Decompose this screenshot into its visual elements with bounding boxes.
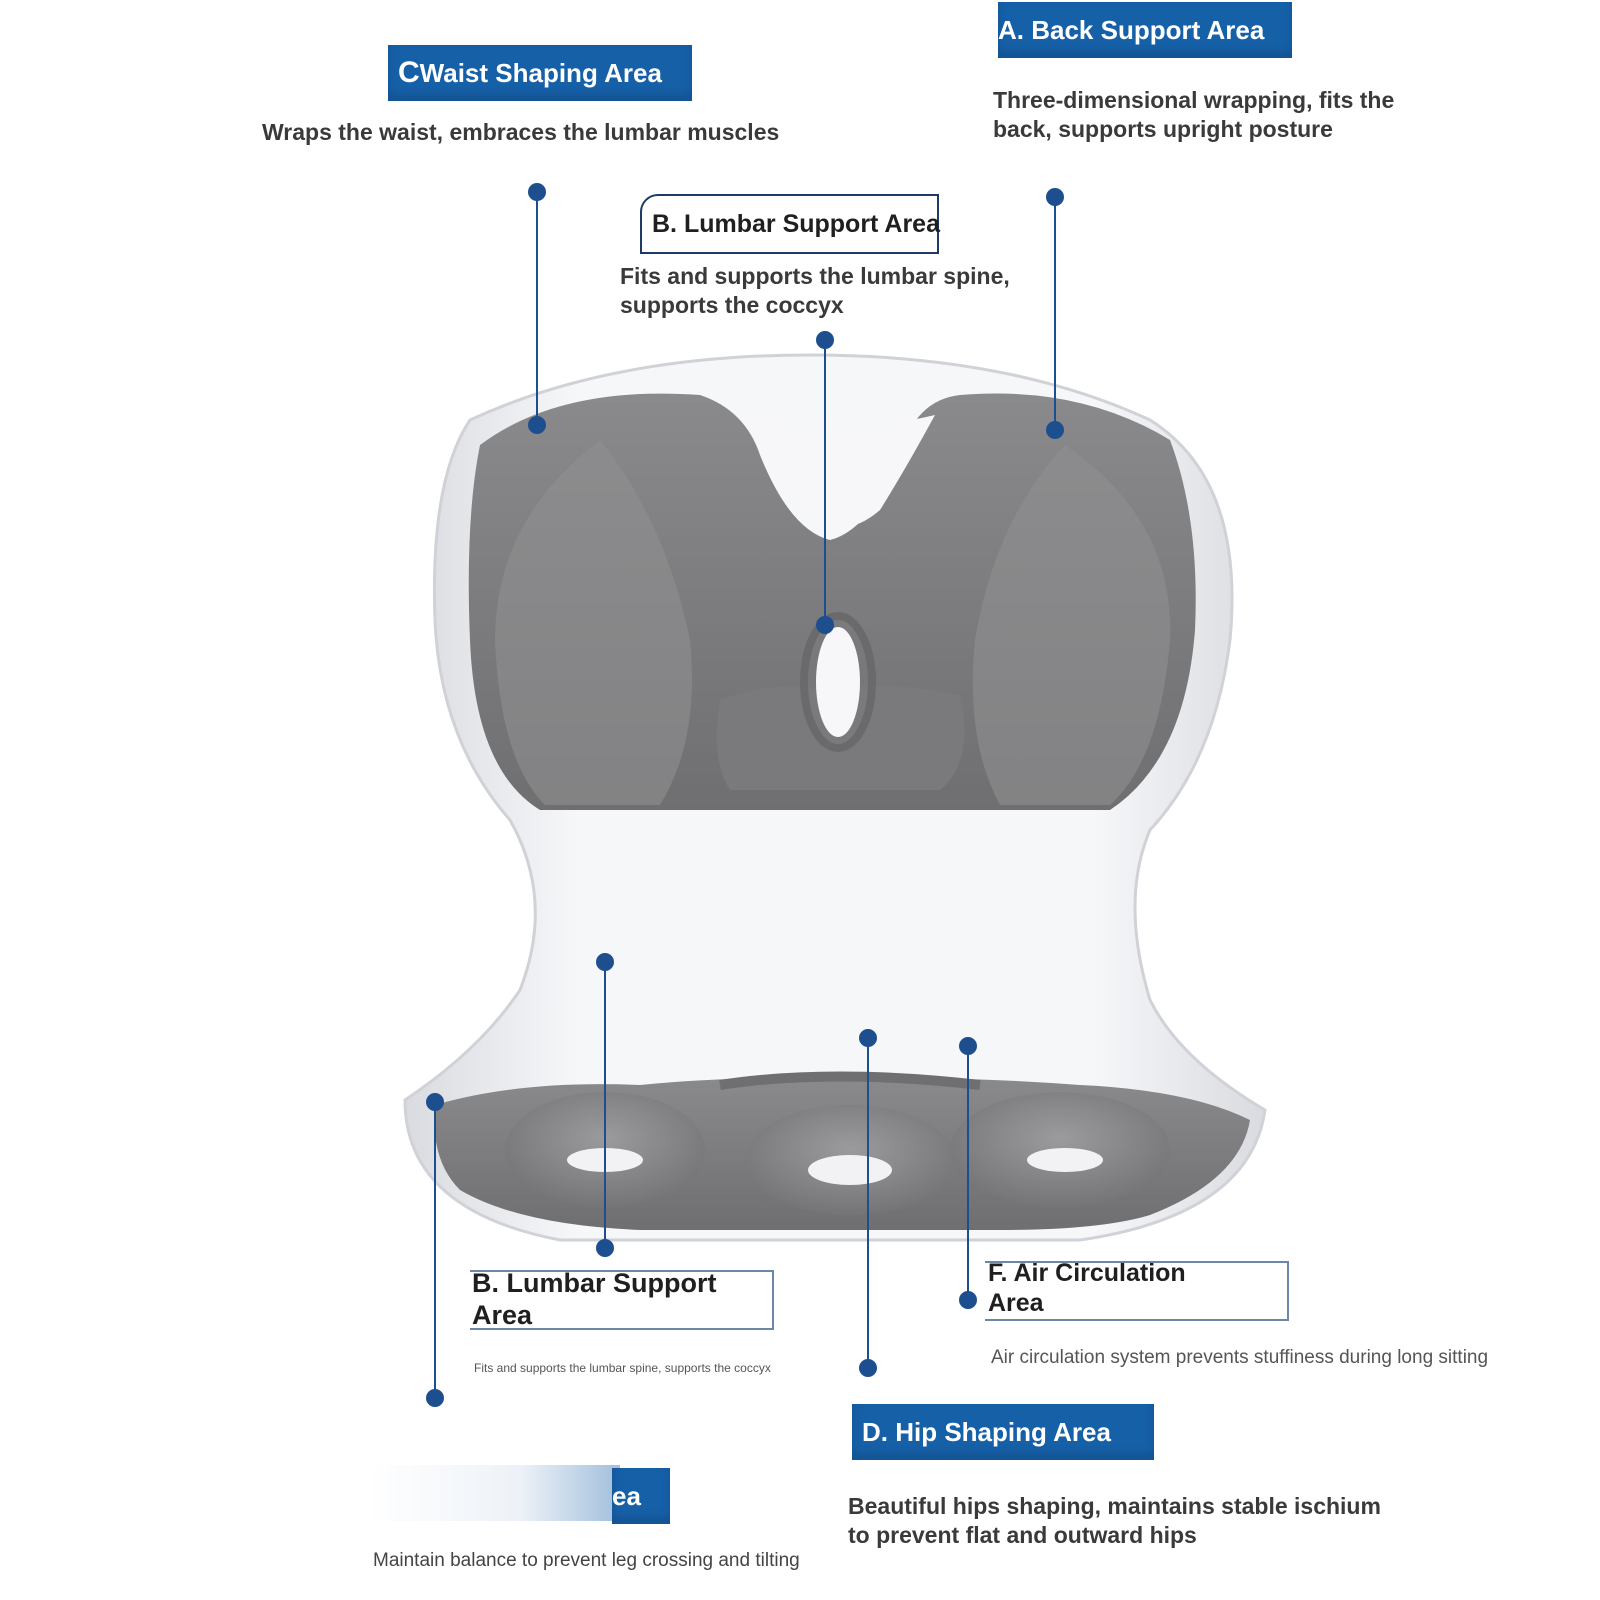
- lumbar-support-label-top: B. Lumbar Support Area: [640, 194, 940, 254]
- back-support-desc-line2: back, supports upright posture: [993, 116, 1333, 142]
- top-cutout: [745, 415, 935, 528]
- balance-area-title-fragment: ea: [612, 1480, 641, 1511]
- lumbar-hole: [816, 627, 860, 737]
- lumbar-support-title-top: B. Lumbar Support Area: [652, 209, 940, 238]
- balance-area-label-faded: [370, 1465, 620, 1521]
- lumbar-support-label-bottom: B. Lumbar Support Area: [472, 1267, 717, 1331]
- back-support-desc: Three-dimensional wrapping, fits the bac…: [993, 86, 1394, 144]
- lumbar-support-bottom-line2: Area: [472, 1300, 533, 1330]
- c-letter-icon: C: [398, 56, 420, 89]
- balance-area-desc: Maintain balance to prevent leg crossing…: [373, 1550, 800, 1571]
- waist-shaping-desc: Wraps the waist, embraces the lumbar mus…: [262, 119, 780, 145]
- hip-shaping-desc-line1: Beautiful hips shaping, maintains stable…: [848, 1493, 1381, 1519]
- back-support-label: A. Back Support Area: [998, 2, 1292, 58]
- lumbar-support-desc-top-line1: Fits and supports the lumbar spine,: [620, 263, 1010, 289]
- air-circulation-label: F. Air Circulation Area: [988, 1258, 1186, 1318]
- air-circulation-line2: Area: [988, 1289, 1044, 1317]
- balance-area-label: ea: [612, 1468, 670, 1524]
- back-support-title: A. Back Support Area: [998, 14, 1265, 45]
- air-circulation-frame: [985, 1261, 1289, 1321]
- hip-shaping-desc-line2: to prevent flat and outward hips: [848, 1522, 1197, 1548]
- air-circulation-line1: F. Air Circulation: [988, 1259, 1186, 1287]
- lumbar-support-frame-bottom: [470, 1270, 774, 1330]
- lumbar-support-desc-top: Fits and supports the lumbar spine, supp…: [620, 262, 1010, 320]
- left-wing: [495, 440, 692, 805]
- waist-shaping-label: C Waist Shaping Area: [388, 45, 692, 101]
- hip-shaping-desc: Beautiful hips shaping, maintains stable…: [848, 1492, 1381, 1550]
- air-circulation-desc: Air circulation system prevents stuffine…: [991, 1347, 1489, 1368]
- hip-shaping-label: D. Hip Shaping Area: [852, 1404, 1154, 1460]
- lumbar-pad: [716, 686, 965, 790]
- lumbar-support-desc-bottom: Fits and supports the lumbar spine, supp…: [474, 1361, 771, 1375]
- lumbar-support-desc-top-line2: supports the coccyx: [620, 292, 844, 318]
- hip-shaping-title: D. Hip Shaping Area: [862, 1416, 1111, 1447]
- back-support-desc-line1: Three-dimensional wrapping, fits the: [993, 87, 1395, 113]
- waist-shaping-title: Waist Shaping Area: [419, 57, 662, 88]
- right-wing: [972, 445, 1171, 805]
- lumbar-support-bottom-line1: B. Lumbar Support: [472, 1268, 717, 1298]
